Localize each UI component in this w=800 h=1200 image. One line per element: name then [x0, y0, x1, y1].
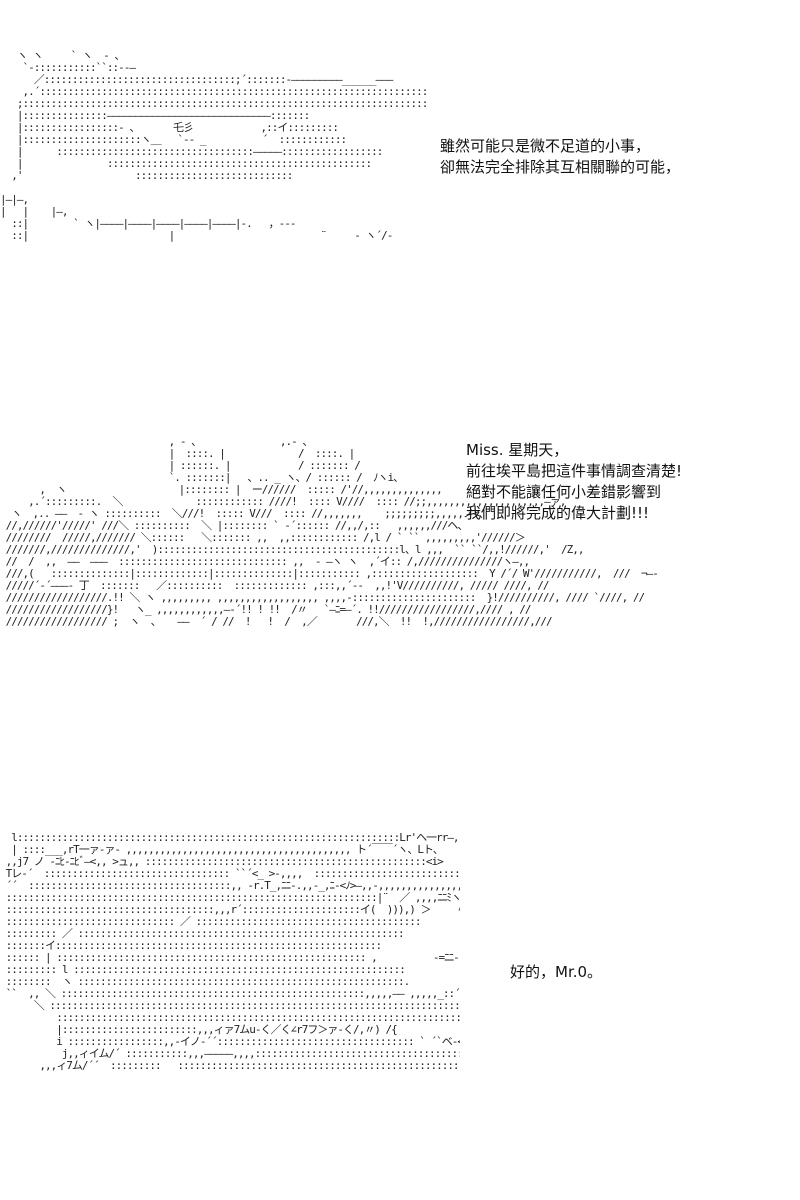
panel-2: , ‐ 、 ,.‐ 、 | ::::. | / ::::. | | ::::::…	[0, 430, 800, 760]
caption-line: 絕對不能讓任何小差錯影響到	[466, 483, 662, 501]
caption-line: 我們即將完成的偉大計劃!!!	[466, 504, 650, 522]
caption-line: Miss. 星期天，	[466, 441, 569, 459]
caption-1: 雖然可能只是微不足道的小事， 卻無法完全排除其互相關聯的可能，	[440, 136, 680, 178]
caption-line: 雖然可能只是微不足道的小事，	[440, 137, 651, 155]
caption-line: 前往埃平島把這件事情調查清楚!	[466, 462, 683, 480]
ascii-art-smoking-figure: l:::::::::::::::::::::::::::::::::::::::…	[5, 832, 460, 1072]
panel-3: l:::::::::::::::::::::::::::::::::::::::…	[0, 820, 800, 1200]
caption-line: 卻無法完全排除其互相關聯的可能，	[440, 158, 681, 176]
caption-2: Miss. 星期天， 前往埃平島把這件事情調查清楚! 絕對不能讓任何小差錯影響到…	[466, 440, 682, 524]
caption-line: 好的，Mr.0。	[510, 963, 603, 981]
ascii-art-sky-eye: ヽ ヽ ` ヽ ‐ 、 `‐:::::::::::``::‐‐— ／::::::…	[0, 50, 430, 242]
caption-3: 好的，Mr.0。	[510, 962, 602, 983]
panel-1: ヽ ヽ ` ヽ ‐ 、 `‐:::::::::::``::‐‐— ／::::::…	[0, 0, 800, 330]
ascii-art-rabbit-figure: , ‐ 、 ,.‐ 、 | ::::. | / ::::. | | ::::::…	[5, 436, 660, 628]
